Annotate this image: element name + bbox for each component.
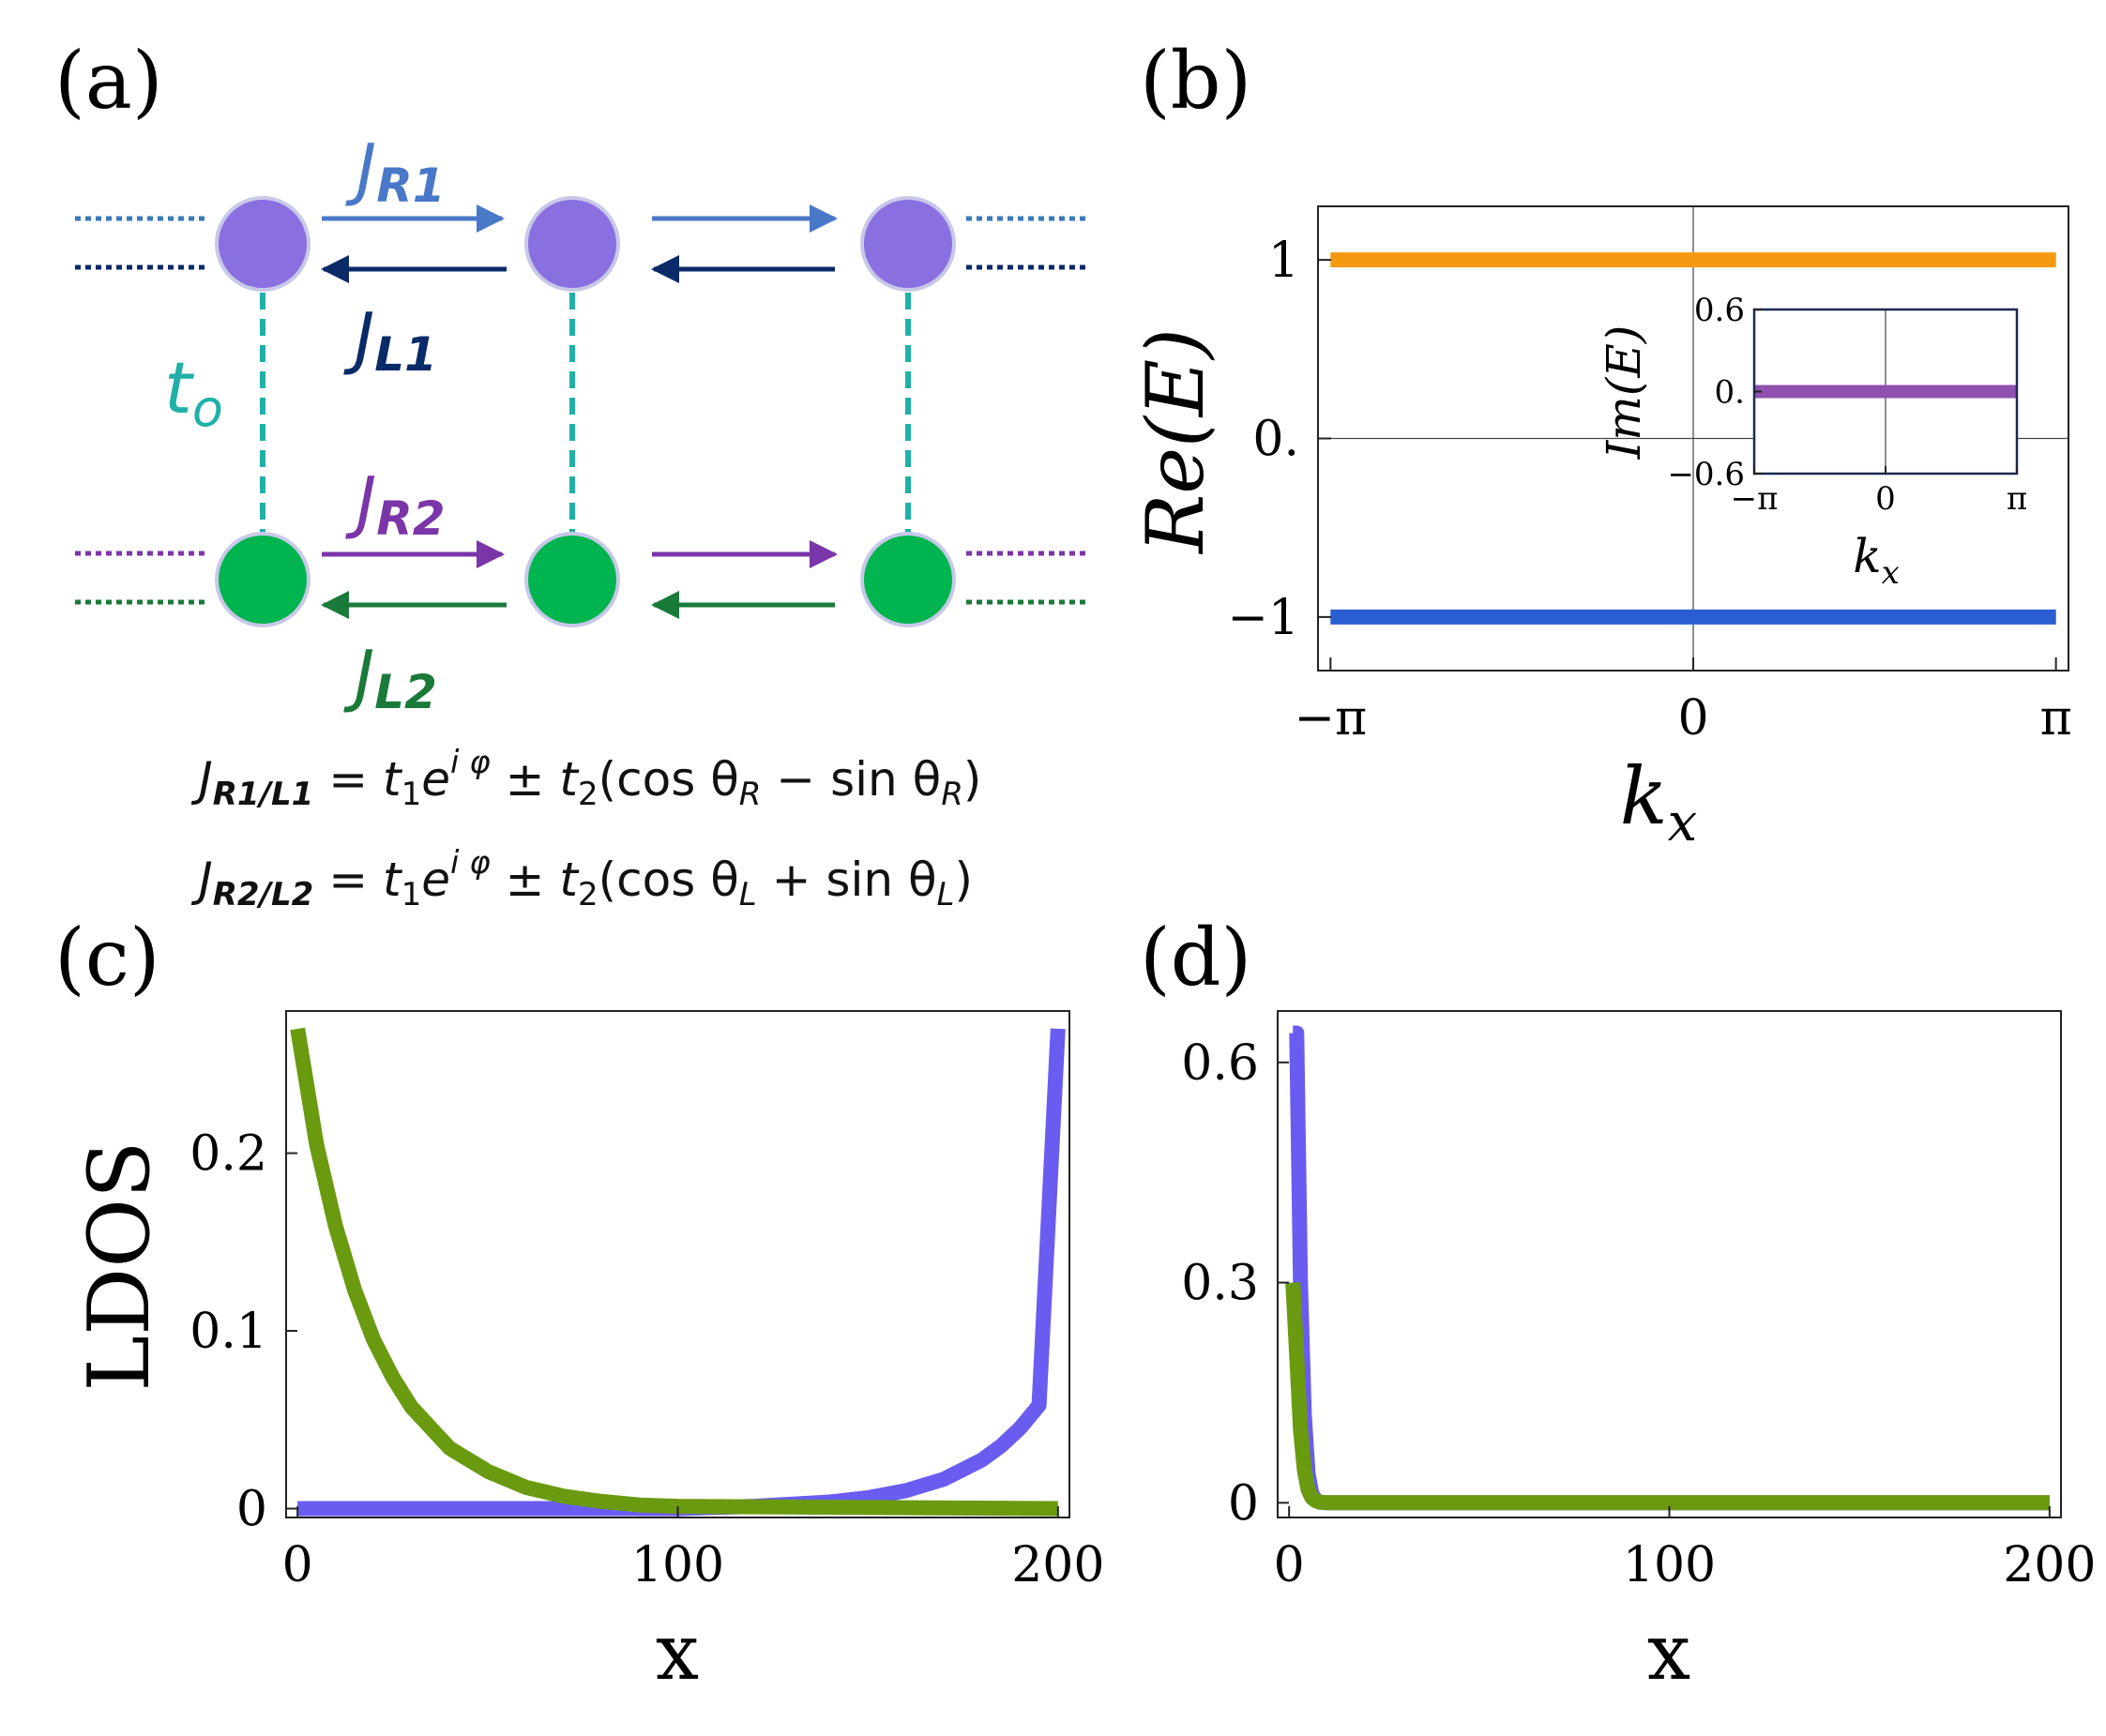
chart-c-ytick-label-3: 0.2: [189, 1126, 267, 1183]
chart-c-xlabel: x: [656, 1608, 699, 1698]
inset-ylabel: Im(E): [1597, 325, 1651, 460]
chart-c-xtick-label-2: 100: [631, 1537, 724, 1593]
label-jl1: JL1: [343, 298, 437, 382]
chart-d: 0 100 200 0 0.3 0.6 x: [1181, 1010, 2096, 1698]
chart-b-xtick-label-2: 0: [1677, 690, 1708, 747]
dotted-leads: [75, 216, 1088, 605]
site-bottom-1: [215, 532, 311, 627]
chart-d-series: [1285, 1025, 2050, 1511]
chart-c-xtick-label-1: 0: [282, 1537, 313, 1593]
panel-label-d: (d): [1140, 912, 1251, 1004]
inset-ytick-label-2: 0.: [1715, 374, 1745, 412]
chart-c-frame: [285, 1010, 1070, 1518]
site-top-1: [215, 196, 311, 292]
chart-c-ytick-label-2: 0.1: [189, 1304, 267, 1360]
chart-d-frame: [1277, 1010, 2062, 1518]
site-top-2: [524, 196, 620, 292]
chart-d-ticks: 0 100 200 0 0.3 0.6: [1181, 1035, 2096, 1593]
chart-c-ylabel: LDOS: [70, 1140, 169, 1391]
chart-c-series-1: [297, 1028, 1066, 1517]
chart-b-inset: −π 0 π −0.6 0. 0.6 Im(E) kx: [1597, 292, 2027, 592]
chart-b-ytick-label-2: 0.: [1252, 412, 1299, 468]
chart-d-series-2: [1285, 1282, 2050, 1511]
sites: [215, 196, 956, 627]
site-top-3: [860, 196, 956, 292]
chart-d-series-1: [1289, 1025, 2050, 1511]
chart-d-ytick-label-1: 0: [1228, 1475, 1259, 1532]
inset-xtick-label-2: 0: [1875, 480, 1896, 518]
chart-d-xtick-label-3: 200: [2003, 1537, 2096, 1593]
chart-c: 0 100 200 0 0.1 0.2 LDOS x: [70, 1010, 1104, 1698]
chart-c-xtick-label-3: 200: [1011, 1537, 1104, 1593]
inset-ticks: −π 0 π −0.6 0. 0.6: [1667, 292, 2027, 518]
panel-label-a: (a): [54, 35, 163, 127]
chart-c-series-2: [290, 1027, 1058, 1517]
site-bottom-2: [524, 532, 620, 627]
panel-label-b: (b): [1140, 35, 1251, 127]
chart-d-xtick-label-2: 100: [1623, 1537, 1716, 1593]
equation-2: JR2/L2 = t1ei φ ± t2(cos θL + sin θL): [190, 844, 973, 913]
equation-1: JR1/L1 = t1ei φ ± t2(cos θR − sin θR): [190, 744, 981, 813]
label-jl2: JL2: [343, 636, 437, 719]
site-bottom-3: [860, 532, 956, 627]
chart-b-ticks: −π 0 π −1 0. 1: [1227, 233, 2071, 747]
chart-c-ticks: 0 100 200 0 0.1 0.2: [189, 1126, 1104, 1593]
chart-b-series: [1330, 252, 2056, 625]
chart-d-xtick-label-1: 0: [1274, 1537, 1305, 1593]
inset-ytick-label-1: −0.6: [1667, 456, 1745, 493]
chart-b-xtick-label-3: π: [2040, 690, 2072, 747]
chart-c-ytick-label-1: 0: [236, 1482, 267, 1538]
panel-label-c: (c): [54, 912, 160, 1004]
inset-ytick-label-3: 0.6: [1694, 292, 1745, 329]
chart-b-ytick-label-3: 1: [1268, 233, 1299, 289]
inset-xlabel: kx: [1853, 529, 1900, 592]
chart-c-series: [290, 1027, 1066, 1517]
chart-b-xlabel: kx: [1620, 750, 1698, 853]
chart-d-ytick-label-2: 0.3: [1181, 1256, 1259, 1312]
t0-couplings: [260, 293, 911, 533]
chart-d-ytick-label-3: 0.6: [1181, 1035, 1259, 1092]
label-jr1: JR1: [345, 129, 446, 213]
chart-b-ylabel: Re(E): [1129, 328, 1221, 555]
chart-b-xtick-label-1: −π: [1294, 690, 1367, 747]
hopping-arrows: [321, 204, 838, 619]
inset-xtick-label-1: −π: [1731, 480, 1779, 518]
chart-d-xlabel: x: [1647, 1608, 1690, 1698]
chart-b: −π 0 π −1 0. 1 Re(E) kx −π 0 π −0.6 0. 0.6 Im(E) k…: [1129, 205, 2072, 853]
chart-b-ytick-label-1: −1: [1227, 590, 1299, 646]
inset-xtick-label-3: π: [2007, 480, 2027, 518]
label-jr2: JR2: [345, 462, 446, 546]
label-t0: to: [164, 346, 223, 438]
lattice-diagram: JR1 JL1 JR2 JL2 to JR1/L1 = t1ei φ ± t2(…: [75, 129, 1088, 913]
